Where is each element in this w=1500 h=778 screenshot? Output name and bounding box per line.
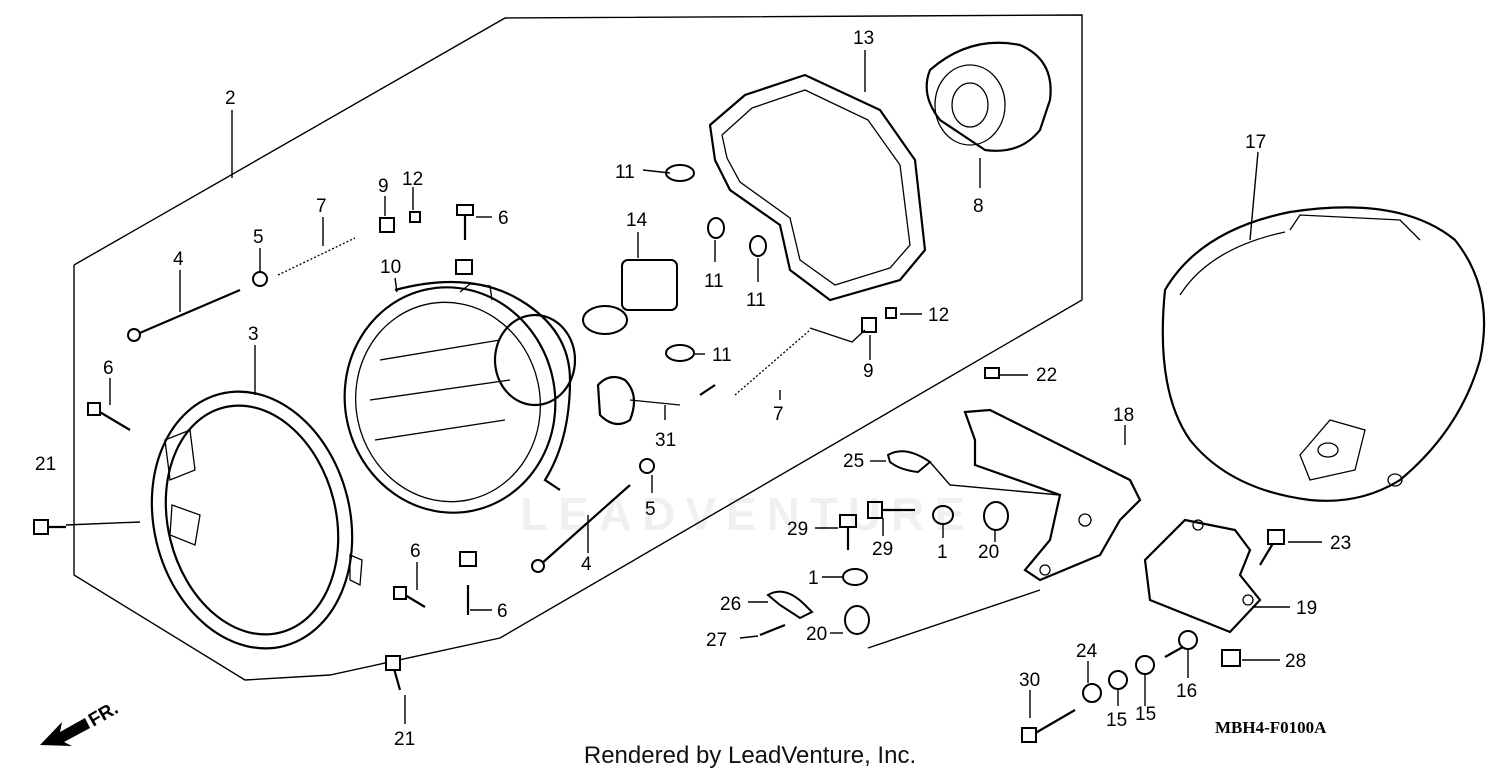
assembly-frame [73, 14, 1083, 681]
callout-7: 7 [316, 196, 327, 217]
socket-cover [925, 41, 1052, 152]
callout-8: 8 [973, 196, 984, 217]
callout-9: 9 [378, 176, 389, 197]
front-direction-arrow: FR. [40, 698, 122, 746]
render-credit: Rendered by LeadVenture, Inc. [583, 742, 917, 769]
mounting-frame [708, 73, 927, 302]
callout-17: 17 [1245, 132, 1266, 153]
callout-4: 4 [173, 249, 184, 270]
callout-24: 24 [1076, 641, 1098, 662]
callout-13: 13 [853, 28, 874, 49]
callout-28: 28 [1285, 651, 1306, 672]
fasteners [33, 164, 1285, 743]
callout-12: 12 [402, 169, 423, 190]
callout-1: 1 [937, 542, 948, 563]
callout-5: 5 [253, 227, 264, 248]
callout-21: 21 [35, 454, 56, 475]
callout-29: 29 [872, 539, 893, 560]
callout-11: 11 [704, 271, 724, 292]
leader-lines [65, 50, 1322, 724]
headlight-case [1161, 206, 1486, 502]
bulb [582, 259, 678, 335]
callout-15: 15 [1135, 704, 1156, 725]
diagram-code: MBH4-F0100A [1215, 718, 1327, 737]
callout-19: 19 [1296, 598, 1317, 619]
callout-9: 9 [863, 361, 874, 382]
callout-7: 7 [773, 404, 784, 425]
callout-11: 11 [712, 345, 732, 366]
callout-1: 1 [808, 568, 819, 589]
callout-15: 15 [1106, 710, 1127, 731]
callout-29: 29 [787, 519, 808, 540]
callout-26: 26 [720, 594, 741, 615]
callout-5: 5 [645, 499, 656, 520]
callout-27: 27 [706, 630, 727, 651]
callout-23: 23 [1330, 533, 1351, 554]
headlight-rim [150, 390, 363, 650]
stay-bracket [963, 408, 1142, 582]
callout-6: 6 [498, 208, 509, 229]
callout-10: 10 [380, 257, 401, 278]
callout-18: 18 [1113, 405, 1134, 426]
callout-3: 3 [248, 324, 259, 345]
callout-21: 21 [394, 729, 415, 750]
callout-6: 6 [410, 541, 421, 562]
callout-4: 4 [581, 554, 592, 575]
watermark: LEADVENTURE [520, 488, 976, 540]
callout-16: 16 [1176, 681, 1197, 702]
callout-31: 31 [655, 430, 676, 451]
callout-labels: 2 3 4 5 7 9 12 6 10 6 21 11 14 11 11 11 … [35, 28, 1351, 750]
callout-25: 25 [843, 451, 864, 472]
callout-20: 20 [978, 542, 999, 563]
callout-22: 22 [1036, 365, 1057, 386]
callout-20: 20 [806, 624, 827, 645]
front-direction-label: FR. [85, 698, 122, 731]
callout-6: 6 [103, 358, 114, 379]
callout-14: 14 [626, 210, 648, 231]
callout-6: 6 [497, 601, 508, 622]
mounting-bracket [1143, 518, 1262, 634]
dust-seal [596, 375, 681, 426]
callout-11: 11 [615, 162, 635, 183]
callout-11: 11 [746, 290, 766, 311]
callout-2: 2 [225, 88, 236, 109]
headlight-unit [343, 280, 577, 514]
callout-30: 30 [1019, 670, 1040, 691]
callout-12: 12 [928, 305, 949, 326]
